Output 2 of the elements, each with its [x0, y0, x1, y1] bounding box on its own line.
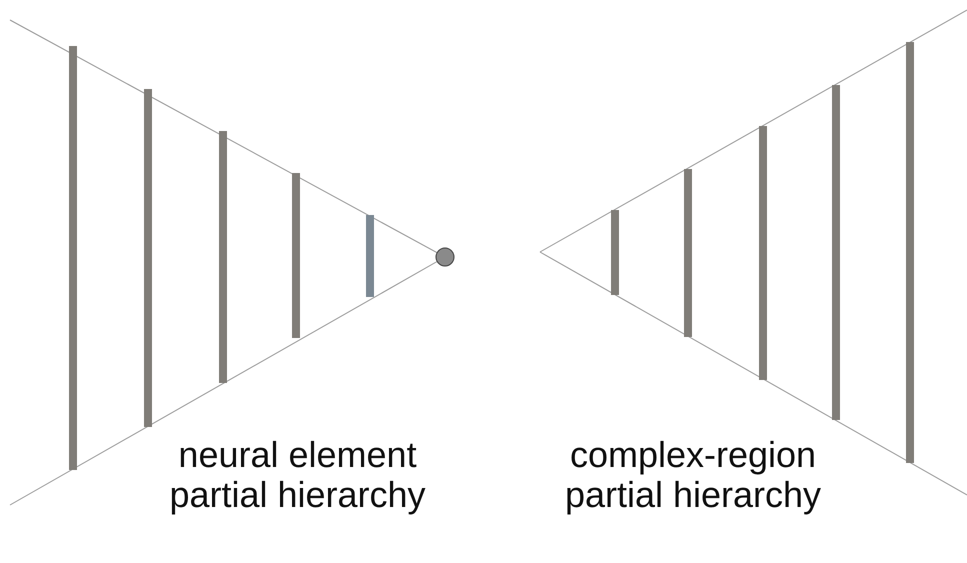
- caption-text: complex-region partial hierarchy: [564, 435, 822, 515]
- caption-text: neural element partial hierarchy: [168, 435, 427, 515]
